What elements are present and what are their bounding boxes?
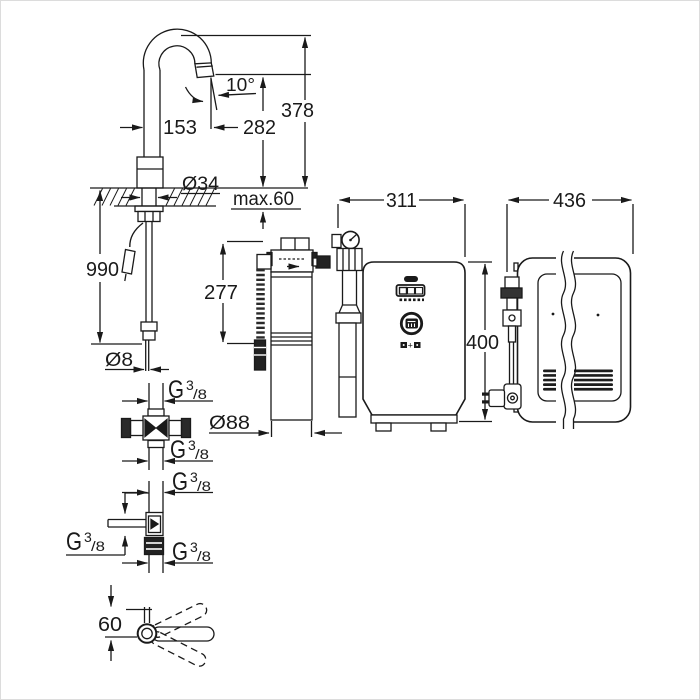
angle-valve	[107, 511, 165, 556]
thread-frac: /8	[197, 478, 211, 494]
cooler-inlet-valve	[500, 276, 523, 410]
lever-arm-lowered	[150, 631, 207, 667]
faucet-spout	[121, 28, 215, 371]
dim-shank-diameter-label: Ø34	[182, 174, 219, 195]
thread-g: G	[172, 468, 188, 496]
control-buttons	[395, 284, 426, 297]
thread-label-1: G 3 /8	[168, 376, 207, 404]
thread-label-3: G 3 /8	[172, 468, 211, 496]
dim-filter-diameter-label: Ø88	[209, 413, 250, 434]
thread-frac: /8	[195, 446, 209, 462]
dim-supply-hose-diameter-label: Ø8	[105, 350, 133, 371]
power-plug	[482, 389, 506, 408]
carbonation-plus-icon: +	[408, 341, 413, 351]
cooler-side-view	[482, 196, 634, 430]
mounting-nut	[137, 210, 161, 223]
dim-spout-angle	[184, 77, 257, 129]
three-way-valve	[120, 408, 192, 449]
thread-label-2: G 3 /8	[170, 436, 209, 464]
thread-g: G	[172, 538, 188, 566]
break-line	[570, 250, 577, 429]
dim-lever-offset	[105, 585, 152, 661]
cooler-front-view	[337, 196, 492, 432]
thread-sup: 3	[190, 469, 198, 485]
dim-filter-diameter	[209, 421, 342, 437]
counter-hatching	[93, 188, 215, 206]
thread-sup: 3	[190, 539, 198, 555]
sensor-cable	[129, 222, 144, 248]
carbonation-icons	[400, 342, 421, 348]
dim-counter-thickness	[231, 208, 301, 229]
dim-supply-length	[91, 190, 142, 345]
dim-filter-height	[219, 240, 263, 345]
dim-cooler-width-label: 311	[386, 190, 417, 212]
thread-frac: /8	[197, 548, 211, 564]
cable-plug	[121, 248, 136, 275]
dim-outlet-height-label: 282	[243, 117, 276, 139]
thread-sup: 3	[186, 377, 194, 393]
break-line	[560, 250, 567, 429]
status-led	[404, 276, 418, 282]
thread-g: G	[170, 436, 186, 464]
dim-cooler-depth	[506, 196, 634, 272]
lever-arm-raised	[150, 602, 208, 638]
filter-head	[270, 249, 314, 273]
thread-frac: /8	[91, 538, 105, 554]
dim-cooler-height-label: 400	[466, 332, 499, 354]
dim-filter-height-label: 277	[204, 282, 238, 304]
dim-total-height	[181, 34, 311, 187]
lever-handle	[105, 585, 215, 667]
dim-spout-angle-label: 10°	[226, 75, 255, 95]
dim-counter-thickness-label: max.60	[233, 189, 294, 210]
pressure-gauge-valve	[312, 230, 363, 418]
thread-sup: 3	[188, 437, 196, 453]
branch-offset-bracket	[66, 492, 150, 556]
dim-cooler-height	[459, 261, 492, 423]
thread-g: G	[168, 376, 184, 404]
filter-body	[270, 271, 313, 421]
mounting-counter	[90, 187, 308, 207]
spout-outlet	[194, 62, 215, 79]
dim-shank-diameter	[121, 192, 220, 201]
dim-spout-reach-label: 153	[163, 117, 197, 139]
dim-lever-offset-label: 60	[98, 614, 122, 636]
thread-g: G	[66, 528, 82, 556]
dim-supply-length-label: 990	[86, 259, 119, 281]
dim-cooler-width	[337, 196, 466, 257]
dim-cooler-depth-label: 436	[553, 190, 586, 212]
dim-outlet-height	[215, 73, 311, 187]
thread-sup: 3	[84, 529, 92, 545]
thread-label-5: G 3 /8	[66, 528, 105, 556]
lever-arm	[151, 626, 215, 642]
connection-chain	[66, 383, 213, 573]
dim-total-height-label: 378	[281, 100, 314, 122]
thread-label-4: G 3 /8	[172, 538, 211, 566]
faucet-body	[136, 156, 164, 189]
brand-logo-icon	[399, 311, 424, 336]
thread-frac: /8	[193, 386, 207, 402]
